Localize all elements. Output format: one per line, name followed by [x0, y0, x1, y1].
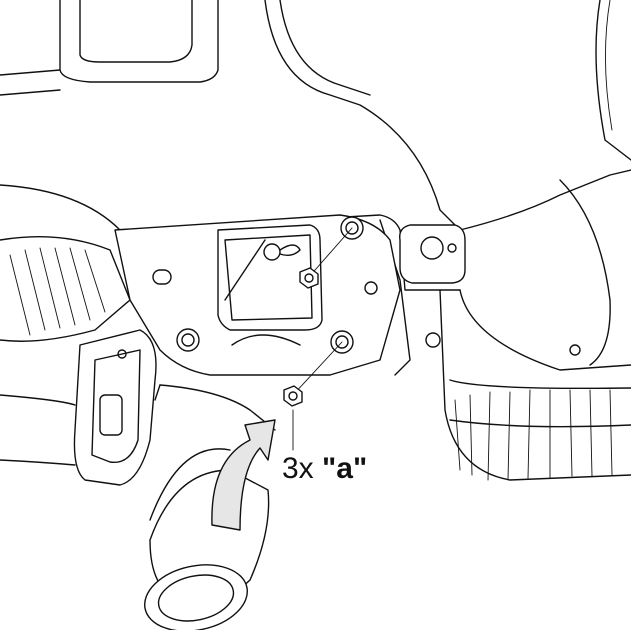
callout-part-label: "a" — [322, 452, 368, 485]
nut-icon — [283, 227, 353, 451]
muffler — [0, 235, 131, 466]
exhaust-pipe — [144, 384, 276, 630]
wheel-tire — [439, 179, 631, 481]
tow-hitch-mount — [399, 224, 466, 348]
callout-quantity: 3x — [282, 452, 314, 485]
curved-arrow-icon — [211, 419, 276, 531]
mounting-bracket — [114, 214, 401, 376]
hanger-bracket — [73, 329, 157, 486]
part-callout: 3x "a" — [282, 454, 367, 484]
